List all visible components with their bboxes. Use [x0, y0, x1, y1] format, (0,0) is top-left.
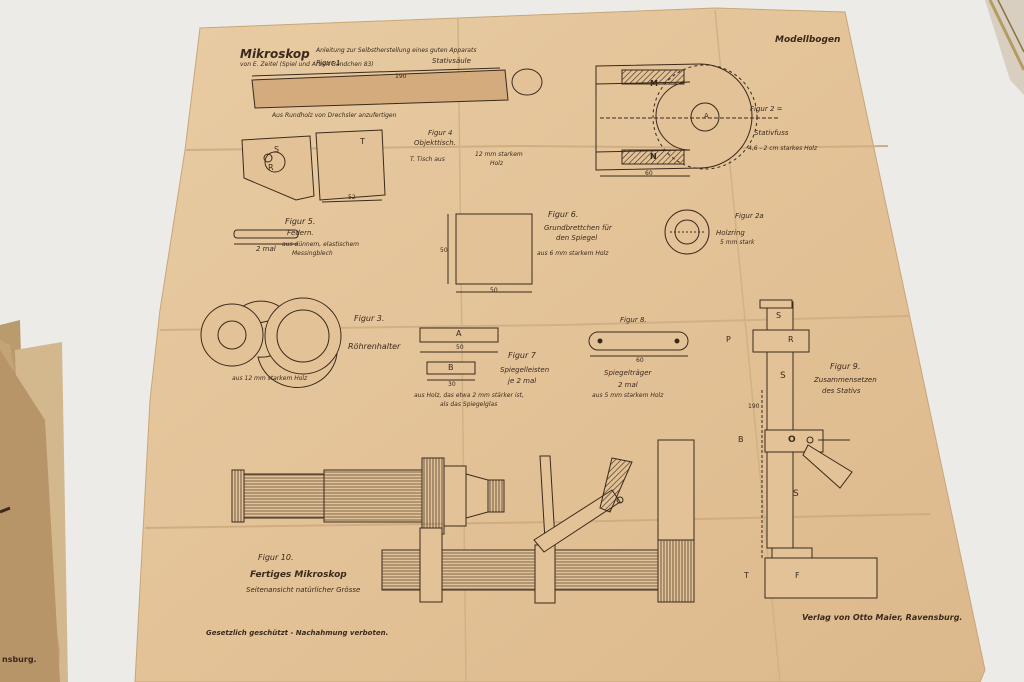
booklet-text: nsburg. [2, 655, 37, 664]
fig9-letter-f: F [795, 571, 800, 580]
fig6-part-b: den Spiegel [556, 234, 598, 242]
fig7-note-b: als das Spiegelglas [440, 401, 498, 408]
fig3-part: Röhrenhalter [348, 342, 401, 351]
booklet-stack [0, 320, 68, 682]
fig4-note-a: 12 mm starkem [475, 151, 523, 158]
fig7-label-b: B [448, 363, 454, 372]
fig4-part: Objekttisch. [414, 139, 456, 147]
fig4-name: Figur 4 [428, 129, 453, 137]
fig4-letter-s: S [274, 145, 280, 154]
fig5-spring [233, 229, 299, 245]
fig7-strips [419, 327, 499, 381]
fig2-letter-a: A [704, 112, 709, 120]
fig9-letter-p: P [726, 335, 731, 344]
fig4-letter-r: R [268, 163, 274, 172]
fig3-holder [200, 297, 342, 388]
fig2-letter-n: N [650, 152, 657, 161]
fig8-count: 2 mal [618, 381, 638, 389]
copyright-note: Gesetzlich geschützt - Nachahmung verbot… [206, 629, 389, 637]
fig9-dim: 190 [748, 403, 760, 410]
fig5-note-a: aus dünnem, elastischem [282, 241, 360, 248]
fig9-letter-t: T [744, 571, 749, 580]
publisher-note: Verlag von Otto Maier, Ravensburg. [802, 613, 963, 622]
fig1-part: Stativsäule [432, 57, 471, 65]
sheet-subtitle: Anleitung zur Selbstherstellung eines gu… [316, 47, 477, 54]
fig8-dim: 60 [636, 357, 644, 364]
fig2-dim: 60 [645, 170, 653, 177]
fig2-horseshoe [595, 63, 780, 177]
fig7-dim-a: 50 [456, 344, 464, 351]
sheet-corner-label: Modellbogen [775, 35, 841, 45]
fig7-label-a: A [456, 329, 462, 338]
fig2a-ring [664, 209, 710, 255]
fig6-board [447, 213, 533, 293]
fig6-name: Figur 6. [548, 210, 579, 219]
fig9-letter-o: O [788, 435, 796, 445]
fig9-name: Figur 9. [830, 362, 861, 371]
sheet-title: Mikroskop [240, 47, 310, 61]
fig8-name: Figur 8. [620, 316, 647, 324]
fig9-letter-s-2: S [793, 489, 799, 499]
fig5-name: Figur 5. [285, 217, 316, 226]
fig8-part: Spiegelträger [604, 369, 652, 377]
fig9-stand [752, 299, 878, 599]
fig9-letter-b: B [738, 435, 744, 444]
fig9-title-b: des Stativs [822, 387, 861, 395]
fig2-name: Figur 2 = [750, 105, 783, 113]
fig6-note: aus 6 mm starkem Holz [537, 250, 609, 257]
fig1-note: Aus Rundholz von Drechsler anzufertigen [272, 112, 397, 119]
fig2-note: 4,6 - 2 cm starkes Holz [748, 145, 818, 152]
fig1-dim: 190 [395, 73, 407, 80]
fig2-letter-m: M [650, 79, 658, 88]
fig5-count: 2 mal [256, 245, 276, 253]
fig2b-part: Holzring [716, 229, 745, 237]
fig8-note: aus 5 mm starkem Holz [592, 392, 664, 399]
fig5-part: Federn. [287, 229, 314, 237]
fig6-part-a: Grundbrettchen für [544, 224, 612, 232]
fig3-name: Figur 3. [354, 314, 385, 323]
fig6-dim-h: 50 [440, 247, 448, 254]
fig9-letter-s-1: S [780, 371, 786, 381]
fig6-dim-w: 50 [490, 287, 498, 294]
fig7-dim-b: 30 [448, 381, 456, 388]
fig9-letter-s-top: S [776, 311, 782, 320]
fig7-part: Spiegelleisten [500, 366, 550, 374]
fig4-table [241, 129, 386, 203]
fig8-carrier [588, 331, 689, 357]
fig10-note: Seitenansicht natürlicher Grösse [246, 586, 361, 594]
fig4-note-b: Holz [490, 160, 503, 167]
fig4-letter-t: T [360, 137, 365, 146]
fig2-part: Stativfuss [754, 129, 789, 137]
fig10-title: Fertiges Mikroskop [250, 570, 347, 580]
fig7-name: Figur 7 [508, 351, 536, 360]
fig5-note-b: Messingblech [292, 250, 333, 257]
fig1-name: Figur 1 [316, 59, 341, 67]
fig2b-name: Figur 2a [735, 212, 764, 220]
fig3-note: aus 12 mm starkem Holz [232, 375, 308, 382]
fig1-rod [251, 67, 543, 109]
fig9-letter-r: R [788, 335, 794, 344]
fig7-note-a: aus Holz, das etwa 2 mm stärker ist, [414, 392, 524, 399]
fig9-title-a: Zusammensetzen [814, 376, 877, 384]
fig4-dim: 52 [348, 194, 356, 201]
fig4-row-label: T. Tisch aus [410, 156, 445, 163]
fig2b-note: 5 mm stark [720, 239, 755, 246]
fig10-name: Figur 10. [258, 553, 294, 562]
fig7-count: je 2 mal [508, 377, 537, 385]
fig10-microscope [231, 439, 695, 604]
sheet-author: von E. Zeitel (Spiel und Arbeit Bändchen… [240, 61, 374, 68]
picture-frame [985, 0, 1024, 95]
